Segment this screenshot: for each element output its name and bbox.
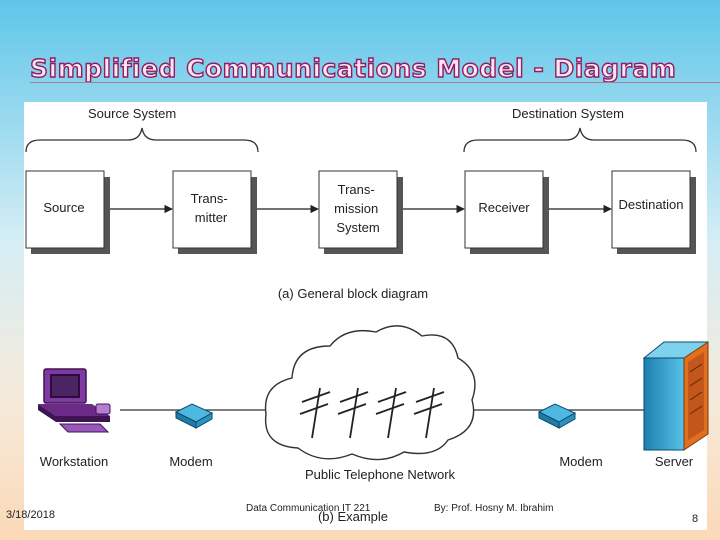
destination-system-brace (463, 127, 697, 153)
telephone-line-symbols (299, 387, 445, 439)
destination-block: Destination (611, 170, 696, 254)
source-block: Source (25, 170, 110, 254)
modem-right-icon (537, 403, 577, 429)
network-label: Public Telephone Network (305, 467, 456, 482)
receiver-block: Receiver (464, 170, 549, 254)
server-icon (642, 341, 709, 451)
svg-text:Trans- mitter: Trans- mitter (191, 191, 232, 225)
transmission-system-label-line-1: Trans- (338, 182, 375, 197)
svg-text:Receiver: Receiver (478, 200, 530, 215)
block-diagram-caption: (a) General block diagram (278, 286, 428, 301)
modem-left-icon (174, 403, 214, 429)
svg-text:Source: Source (43, 200, 84, 215)
receiver-block-label: Receiver (478, 200, 530, 215)
modem-right-label: Modem (559, 454, 602, 469)
cloud-icon (264, 325, 476, 461)
title-underline (30, 82, 720, 83)
slide-title: Simplified Communications Model - Diagra… (29, 53, 677, 83)
page-number: 8 (692, 513, 699, 525)
source-system-brace (25, 127, 259, 153)
source-system-label: Source System (88, 106, 176, 121)
destination-system-label: Destination System (512, 106, 624, 121)
transmitter-label-line-1: Trans- (191, 191, 228, 206)
example-caption: (b) Example (318, 509, 388, 524)
server-label: Server (655, 454, 694, 469)
transmission-system-block: Trans- mission System (318, 170, 403, 254)
source-block-label: Source (43, 200, 84, 215)
transmission-system-label-line-2: mission (334, 201, 378, 216)
destination-block-label: Destination (618, 197, 683, 212)
transmitter-block: Trans- mitter (172, 170, 257, 254)
footer-author: By: Prof. Hosny M. Ibrahim (434, 503, 554, 514)
workstation-icon (38, 368, 111, 433)
transmitter-label-line-2: mitter (195, 210, 228, 225)
modem-left-label: Modem (169, 454, 212, 469)
svg-text:Destination: Destination (618, 197, 683, 212)
footer-date: 3/18/2018 (6, 509, 55, 521)
svg-text:Trans- mission Sys: Trans- mission System (334, 182, 382, 235)
workstation-label: Workstation (40, 454, 108, 469)
transmission-system-label-line-3: System (336, 220, 379, 235)
footer-course: Data Communication IT 221 (246, 503, 371, 514)
